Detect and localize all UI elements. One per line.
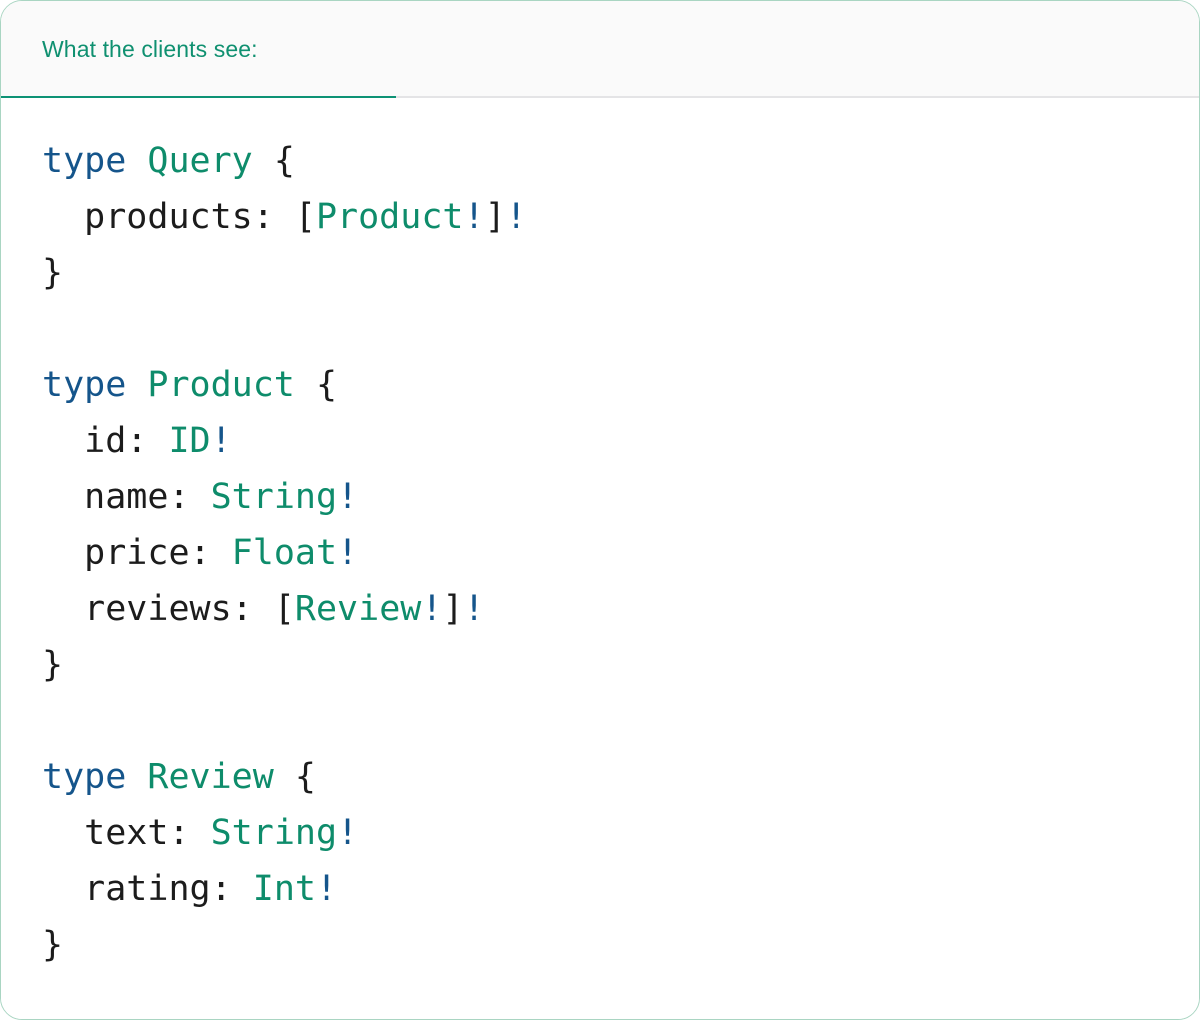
- code-token-field: products: [84, 197, 253, 237]
- code-token-punct: {: [315, 365, 338, 405]
- code-token-bang: !: [505, 197, 527, 237]
- code-token-type: String: [210, 813, 338, 853]
- code-token-bang: !: [337, 533, 359, 573]
- code-token-type: Product: [315, 197, 464, 237]
- code-token-kw: type: [42, 365, 127, 405]
- code-token-punct: :: [252, 197, 295, 237]
- code-token-punct: {: [273, 141, 295, 181]
- code-token-kw: type: [42, 757, 127, 797]
- code-area: type Query { products: [Product!]! } typ…: [1, 98, 1199, 1019]
- tab-label: What the clients see:: [42, 36, 258, 62]
- tab-what-the-clients-see[interactable]: What the clients see:: [1, 1, 396, 100]
- code-token-field: rating: [84, 869, 211, 909]
- code-token-punct: :: [126, 421, 169, 461]
- code-token-field: reviews: [84, 589, 232, 629]
- code-token-bang: !: [463, 589, 485, 629]
- code-token-bang: !: [210, 421, 232, 461]
- code-token-field: text: [84, 813, 169, 853]
- code-token-plain: [126, 365, 147, 405]
- code-token-punct: }: [42, 645, 64, 685]
- code-token-punct: :: [168, 477, 211, 517]
- code-token-bang: !: [315, 869, 338, 909]
- code-token-punct: :: [168, 813, 211, 853]
- code-token-bang: !: [337, 477, 359, 517]
- code-token-plain: [274, 757, 295, 797]
- code-token-punct: [: [294, 197, 316, 237]
- code-token-punct: :: [210, 869, 253, 909]
- code-token-type: Query: [147, 141, 253, 181]
- code-token-punct: {: [294, 757, 316, 797]
- code-token-plain: [295, 365, 316, 405]
- code-token-field: name: [84, 477, 169, 517]
- code-token-field: price: [84, 533, 190, 573]
- code-token-bang: !: [463, 197, 485, 237]
- code-token-type: String: [210, 477, 338, 517]
- code-token-punct: :: [189, 533, 232, 573]
- code-token-punct: ]: [442, 589, 464, 629]
- code-token-plain: [253, 141, 274, 181]
- code-token-type: Review: [294, 589, 422, 629]
- code-token-type: Review: [147, 757, 274, 797]
- code-token-bang: !: [421, 589, 443, 629]
- tab-bar: What the clients see:: [1, 1, 1199, 100]
- code-token-punct: :: [231, 589, 274, 629]
- code-token-punct: ]: [484, 197, 506, 237]
- code-token-type: Int: [252, 869, 316, 909]
- code-token-punct: [: [273, 589, 295, 629]
- code-token-punct: }: [42, 253, 64, 293]
- code-token-field: id: [84, 421, 127, 461]
- code-token-punct: }: [42, 925, 64, 965]
- graphql-schema-code: type Query { products: [Product!]! } typ…: [1, 98, 1199, 973]
- code-token-kw: type: [42, 141, 127, 181]
- code-token-bang: !: [337, 813, 359, 853]
- code-token-type: Product: [147, 365, 295, 405]
- code-token-plain: [126, 757, 147, 797]
- code-token-type: ID: [168, 421, 211, 461]
- code-token-plain: [126, 141, 147, 181]
- code-token-type: Float: [231, 533, 338, 573]
